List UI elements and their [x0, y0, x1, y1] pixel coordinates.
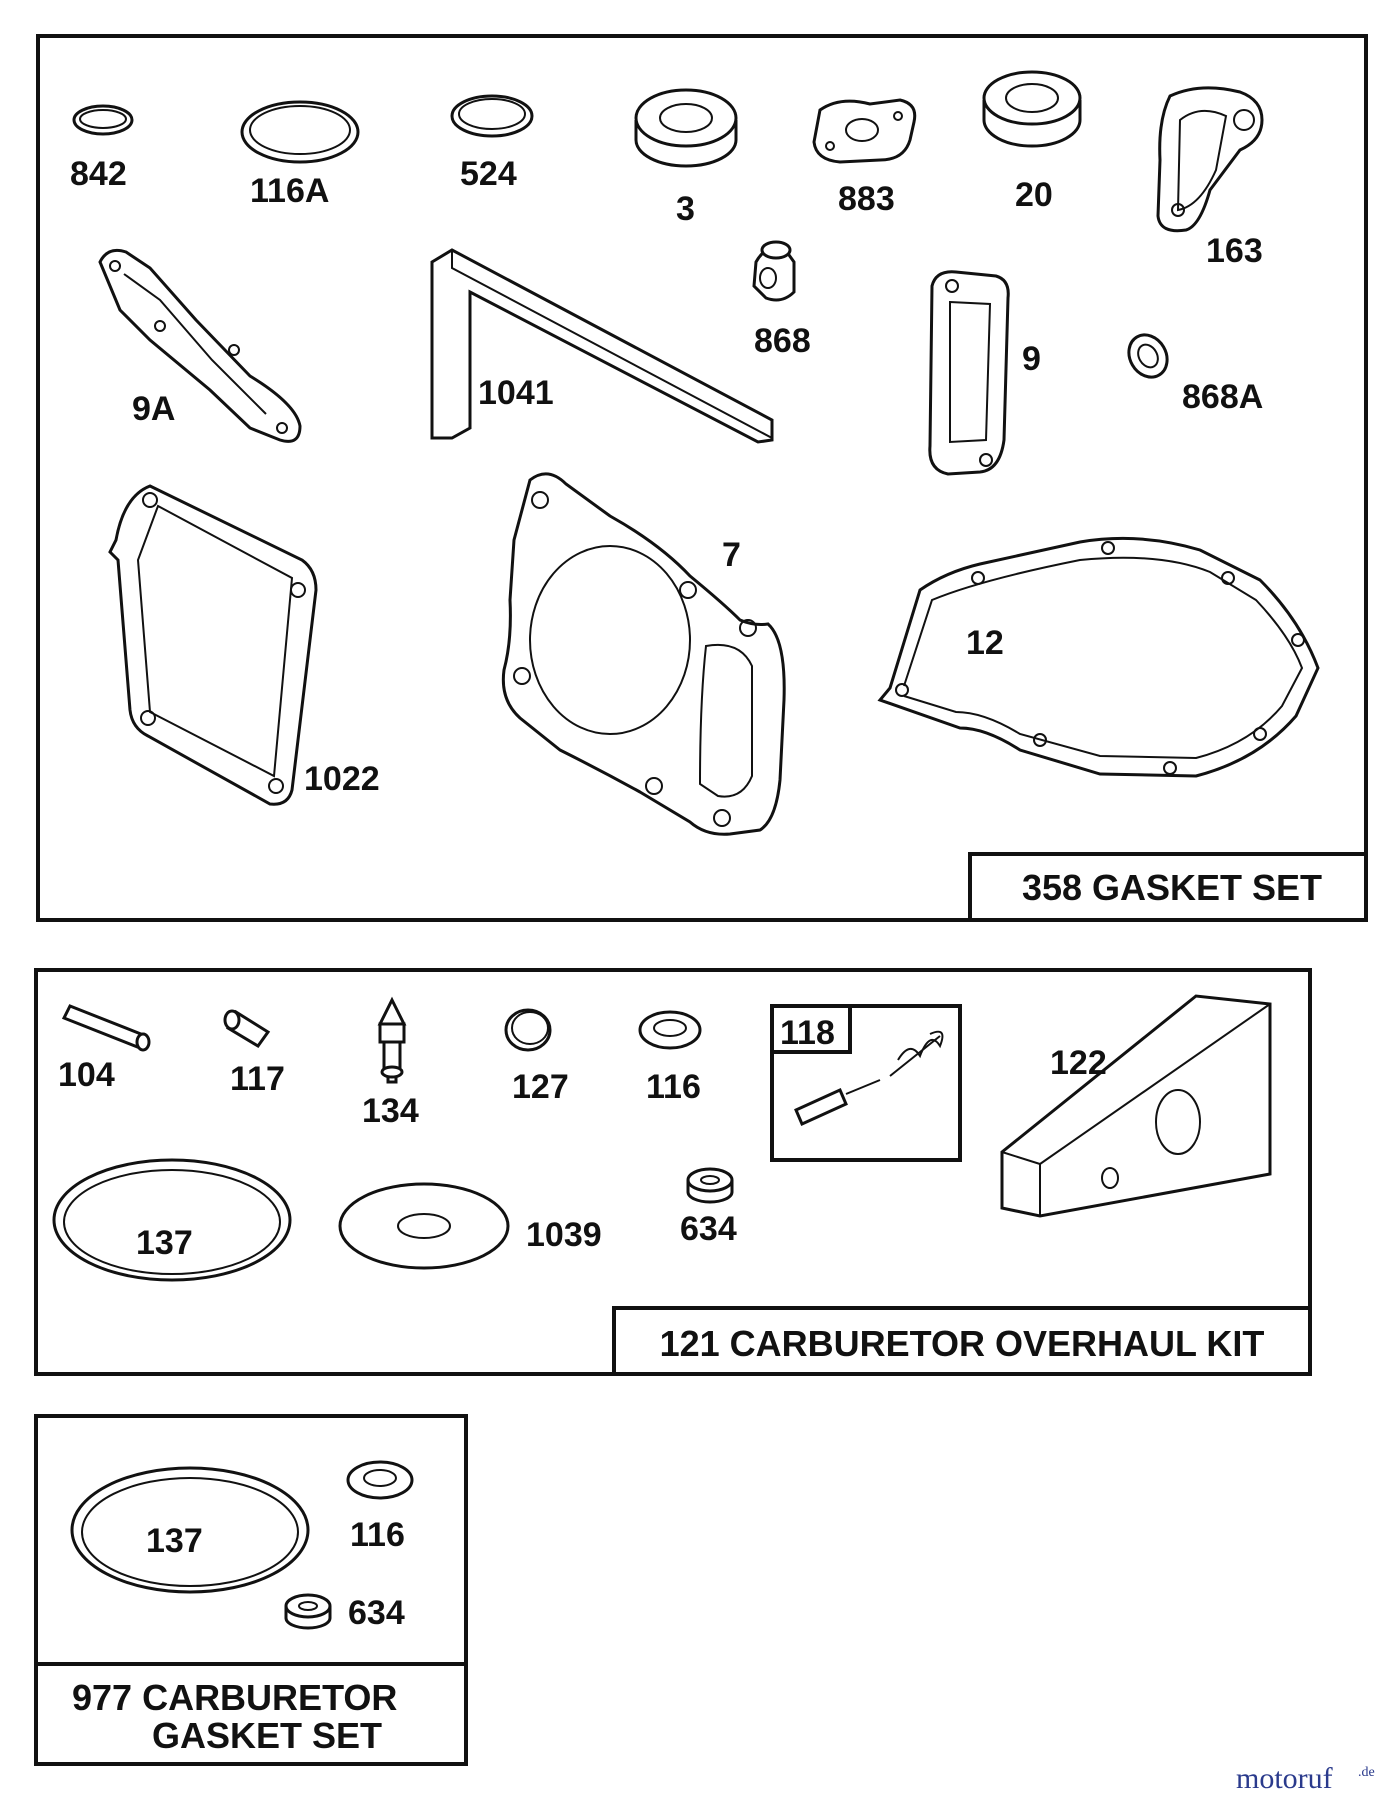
label-122: 122 — [1050, 1044, 1107, 1082]
label-104: 104 — [58, 1056, 115, 1094]
label-868a: 868A — [1182, 378, 1263, 416]
label-20: 20 — [1015, 176, 1053, 214]
part-634-washer — [686, 1167, 734, 1204]
part-868 — [752, 240, 796, 302]
part-524 — [450, 94, 534, 138]
label-116-kit: 116 — [350, 1516, 405, 1554]
label-1022: 1022 — [304, 760, 380, 798]
part-868a — [1127, 333, 1169, 379]
part-116-washer-kit — [346, 1460, 414, 1500]
watermark: motoruf .de — [1236, 1762, 1375, 1795]
label-7: 7 — [722, 536, 741, 574]
part-20-oil-seal — [982, 70, 1082, 148]
part-1022 — [108, 484, 318, 806]
kit-title-carburetor-gasket-line1: 977 CARBURETOR — [72, 1677, 397, 1718]
part-104-pin — [61, 1004, 151, 1052]
part-116a — [240, 100, 360, 164]
label-116: 116 — [646, 1068, 701, 1106]
label-117: 117 — [230, 1060, 285, 1098]
panel-carburetor-gasket-set: 977 CARBURETOR GASKET SET 137 116 634 — [34, 1414, 468, 1766]
kit-title-carburetor-overhaul: 121 CARBURETOR OVERHAUL KIT — [660, 1323, 1265, 1364]
label-883: 883 — [838, 180, 895, 218]
part-1039-diaphragm — [338, 1182, 510, 1270]
label-1039: 1039 — [526, 1216, 602, 1254]
label-868: 868 — [754, 322, 811, 360]
label-127: 127 — [512, 1068, 569, 1106]
watermark-brand: motoruf — [1236, 1762, 1333, 1795]
label-116a: 116A — [250, 172, 329, 210]
kit-title-gasket-set: 358 GASKET SET — [1022, 867, 1322, 908]
label-524: 524 — [460, 155, 517, 193]
label-9a: 9A — [132, 390, 175, 428]
kit-title-carburetor-gasket-line2: GASKET SET — [152, 1715, 382, 1756]
label-134: 134 — [362, 1092, 419, 1130]
label-163: 163 — [1206, 232, 1263, 270]
part-137-ring — [52, 1158, 292, 1282]
part-7-head-gasket — [501, 472, 786, 836]
part-9 — [928, 270, 1010, 476]
part-134-needle — [377, 996, 407, 1084]
label-9: 9 — [1022, 340, 1041, 378]
label-137-kit: 137 — [146, 1522, 203, 1560]
label-137: 137 — [136, 1224, 193, 1262]
part-9a — [98, 248, 302, 443]
label-12: 12 — [966, 624, 1004, 662]
part-116-washer — [638, 1010, 702, 1050]
panel-carburetor-overhaul-kit: 121 CARBURETOR OVERHAUL KIT 104 117 134 … — [34, 968, 1312, 1376]
panel-gasket-set: 358 GASKET SET 842 116A 524 3 — [36, 34, 1368, 922]
label-118: 118 — [780, 1014, 835, 1052]
label-842: 842 — [70, 155, 127, 193]
part-12 — [877, 536, 1320, 778]
part-122-insulator — [1000, 994, 1272, 1218]
part-117-sleeve — [223, 1009, 271, 1048]
label-3: 3 — [676, 190, 695, 228]
watermark-suffix: .de — [1358, 1765, 1375, 1780]
label-1041: 1041 — [478, 374, 554, 412]
part-163 — [1156, 86, 1264, 233]
part-3-oil-seal — [634, 88, 738, 168]
label-634-kit: 634 — [348, 1594, 405, 1632]
part-883 — [812, 98, 917, 164]
part-634-washer-kit — [284, 1593, 332, 1630]
part-1041 — [430, 248, 774, 444]
part-118-mixture-screw — [770, 1004, 962, 1162]
part-137-ring-kit — [70, 1466, 310, 1594]
part-842 — [72, 104, 134, 136]
part-127-welch-plug — [504, 1008, 552, 1052]
label-634: 634 — [680, 1210, 737, 1248]
